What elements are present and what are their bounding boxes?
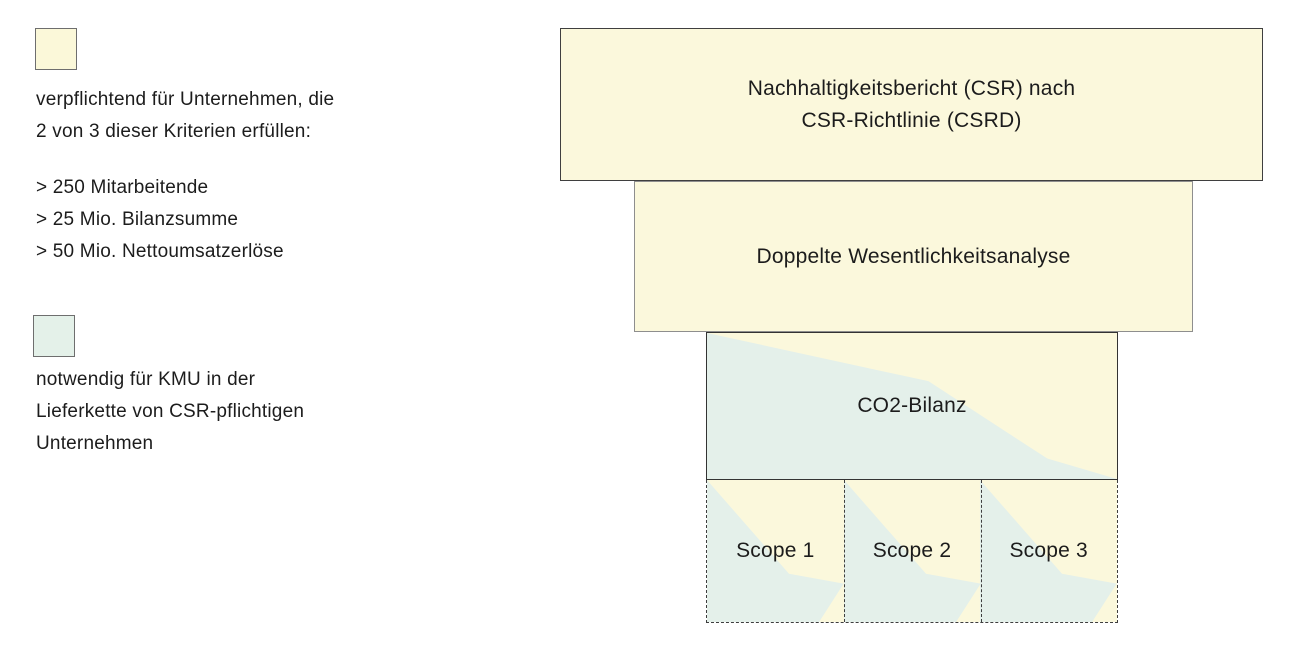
scope3-two-tone-fill (980, 480, 1118, 622)
legend-mandatory-intro: verpflichtend für Unternehmen, die 2 von… (36, 84, 334, 148)
criteria-item: > 250 Mitarbeitende (36, 177, 209, 198)
legend-mandatory-criteria: > 250 Mitarbeitende > 25 Mio. Bilanzsumm… (36, 172, 284, 268)
criteria-item: > 25 Mio. Bilanzsumme (36, 209, 239, 230)
legend-necessary-line2: Lieferkette von CSR-pflichtigen (36, 401, 305, 422)
scope1-two-tone-fill (707, 480, 844, 622)
pyramid-level2-label: Doppelte Wesentlichkeitsanalyse (756, 244, 1071, 268)
scope-cell-1: Scope 1 (707, 480, 844, 622)
legend-swatch-necessary (33, 315, 75, 357)
co2-two-tone-fill (707, 333, 1117, 479)
scope2-two-tone-fill (843, 480, 981, 622)
scope-cell-2: Scope 2 (843, 480, 981, 622)
scope-divider-1 (844, 480, 845, 622)
legend-swatch-mandatory (35, 28, 77, 70)
legend-mandatory-intro-line1: verpflichtend für Unternehmen, die (36, 89, 335, 110)
pyramid-level1-line2: CSR-Richtlinie (CSRD) (801, 108, 1022, 132)
legend-necessary-line3: Unternehmen (36, 433, 154, 454)
legend-necessary-line1: notwendig für KMU in der (36, 369, 256, 390)
pyramid-level3-label: CO2-Bilanz (857, 394, 967, 417)
legend-mandatory-intro-line2: 2 von 3 dieser Kriterien erfüllen: (36, 121, 312, 142)
legend-necessary-text: notwendig für KMU in der Lieferkette von… (36, 364, 304, 460)
scope1-label: Scope 1 (736, 539, 815, 562)
pyramid-level-co2: CO2-Bilanz (706, 332, 1118, 480)
pyramid-level1-line1: Nachhaltigkeitsbericht (CSR) nach (747, 76, 1076, 100)
scope2-label: Scope 2 (872, 539, 952, 562)
pyramid-level-csr-report: Nachhaltigkeitsbericht (CSR) nach CSR-Ri… (560, 28, 1263, 181)
scope-cell-3: Scope 3 (980, 480, 1118, 622)
scope-strip: Scope 1 Scope 2 Scope 3 (706, 480, 1118, 623)
scope-divider-2 (981, 480, 982, 622)
pyramid-level-materiality: Doppelte Wesentlichkeitsanalyse (634, 181, 1193, 332)
criteria-item: > 50 Mio. Nettoumsatzerlöse (36, 241, 284, 262)
pyramid-level1-label: Nachhaltigkeitsbericht (CSR) nach CSR-Ri… (748, 73, 1076, 137)
scope3-label: Scope 3 (1009, 539, 1088, 562)
